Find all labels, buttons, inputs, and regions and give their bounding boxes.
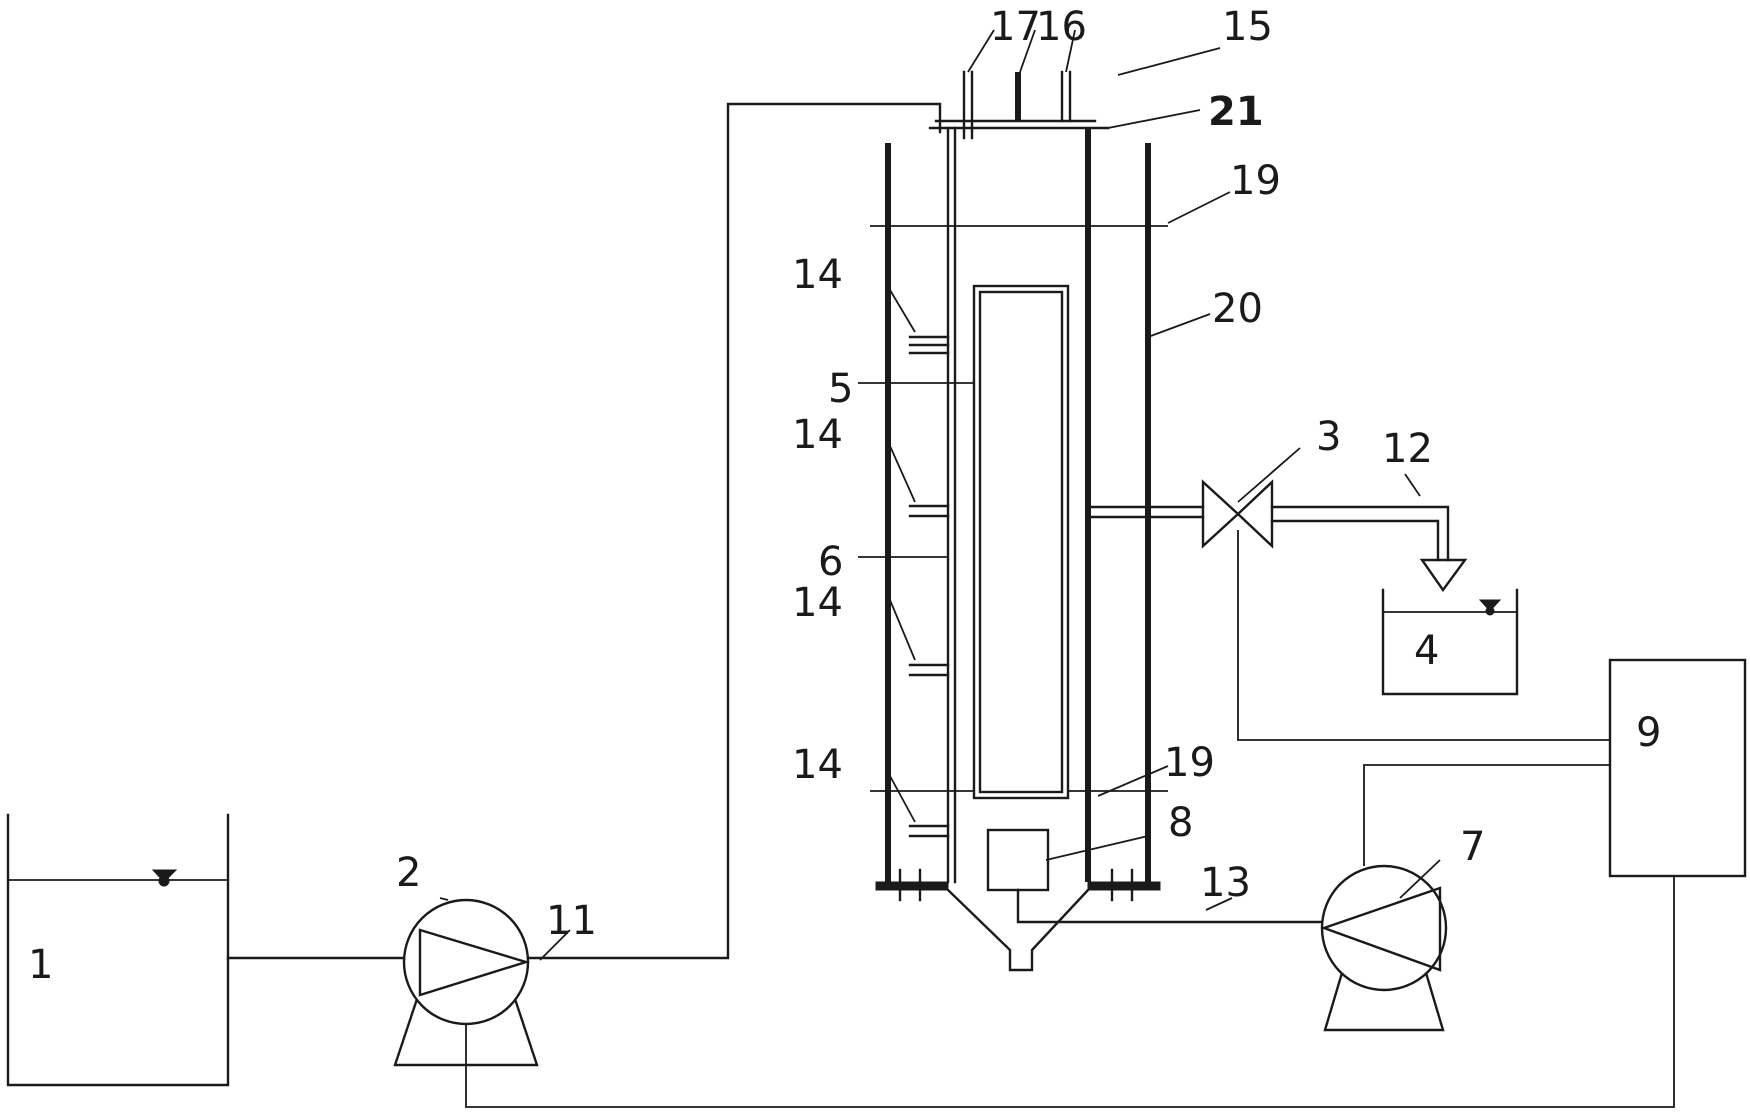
label-3: 3 (1316, 414, 1341, 460)
reactor (870, 70, 1168, 972)
label-14-upper: 14 (792, 412, 843, 458)
effluent-tank (1381, 588, 1519, 696)
label-16: 16 (1036, 4, 1087, 50)
label-19-top: 19 (1230, 158, 1281, 204)
label-1: 1 (28, 942, 53, 988)
label-14-top: 14 (792, 252, 843, 298)
label-17: 17 (990, 4, 1041, 50)
control-wire-pump2 (465, 876, 1675, 1108)
feed-pump (393, 898, 539, 1067)
label-6: 6 (818, 539, 843, 585)
label-14-lower: 14 (792, 580, 843, 626)
label-8: 8 (1168, 800, 1193, 846)
label-7: 7 (1460, 824, 1485, 870)
influent-tank (6, 813, 230, 1087)
label-14-bottom: 14 (792, 742, 843, 788)
label-5: 5 (828, 366, 853, 412)
label-21: 21 (1208, 89, 1264, 135)
permeate-pipe (1016, 888, 1324, 924)
suction-pump (1320, 864, 1448, 1032)
feed-pipe (526, 102, 942, 960)
effluent-line (1090, 479, 1468, 593)
label-2: 2 (396, 850, 421, 896)
label-9: 9 (1636, 710, 1661, 756)
label-20: 20 (1212, 286, 1263, 332)
controller-box (1608, 658, 1747, 878)
label-19-bottom: 19 (1164, 740, 1215, 786)
label-15: 15 (1222, 4, 1273, 50)
label-13: 13 (1200, 860, 1251, 906)
control-wire-pump7 (1363, 764, 1610, 866)
label-4: 4 (1414, 628, 1439, 674)
label-11: 11 (546, 898, 597, 944)
control-wire-valve (1237, 530, 1610, 741)
leader-lines (439, 29, 1441, 961)
label-12: 12 (1382, 426, 1433, 472)
